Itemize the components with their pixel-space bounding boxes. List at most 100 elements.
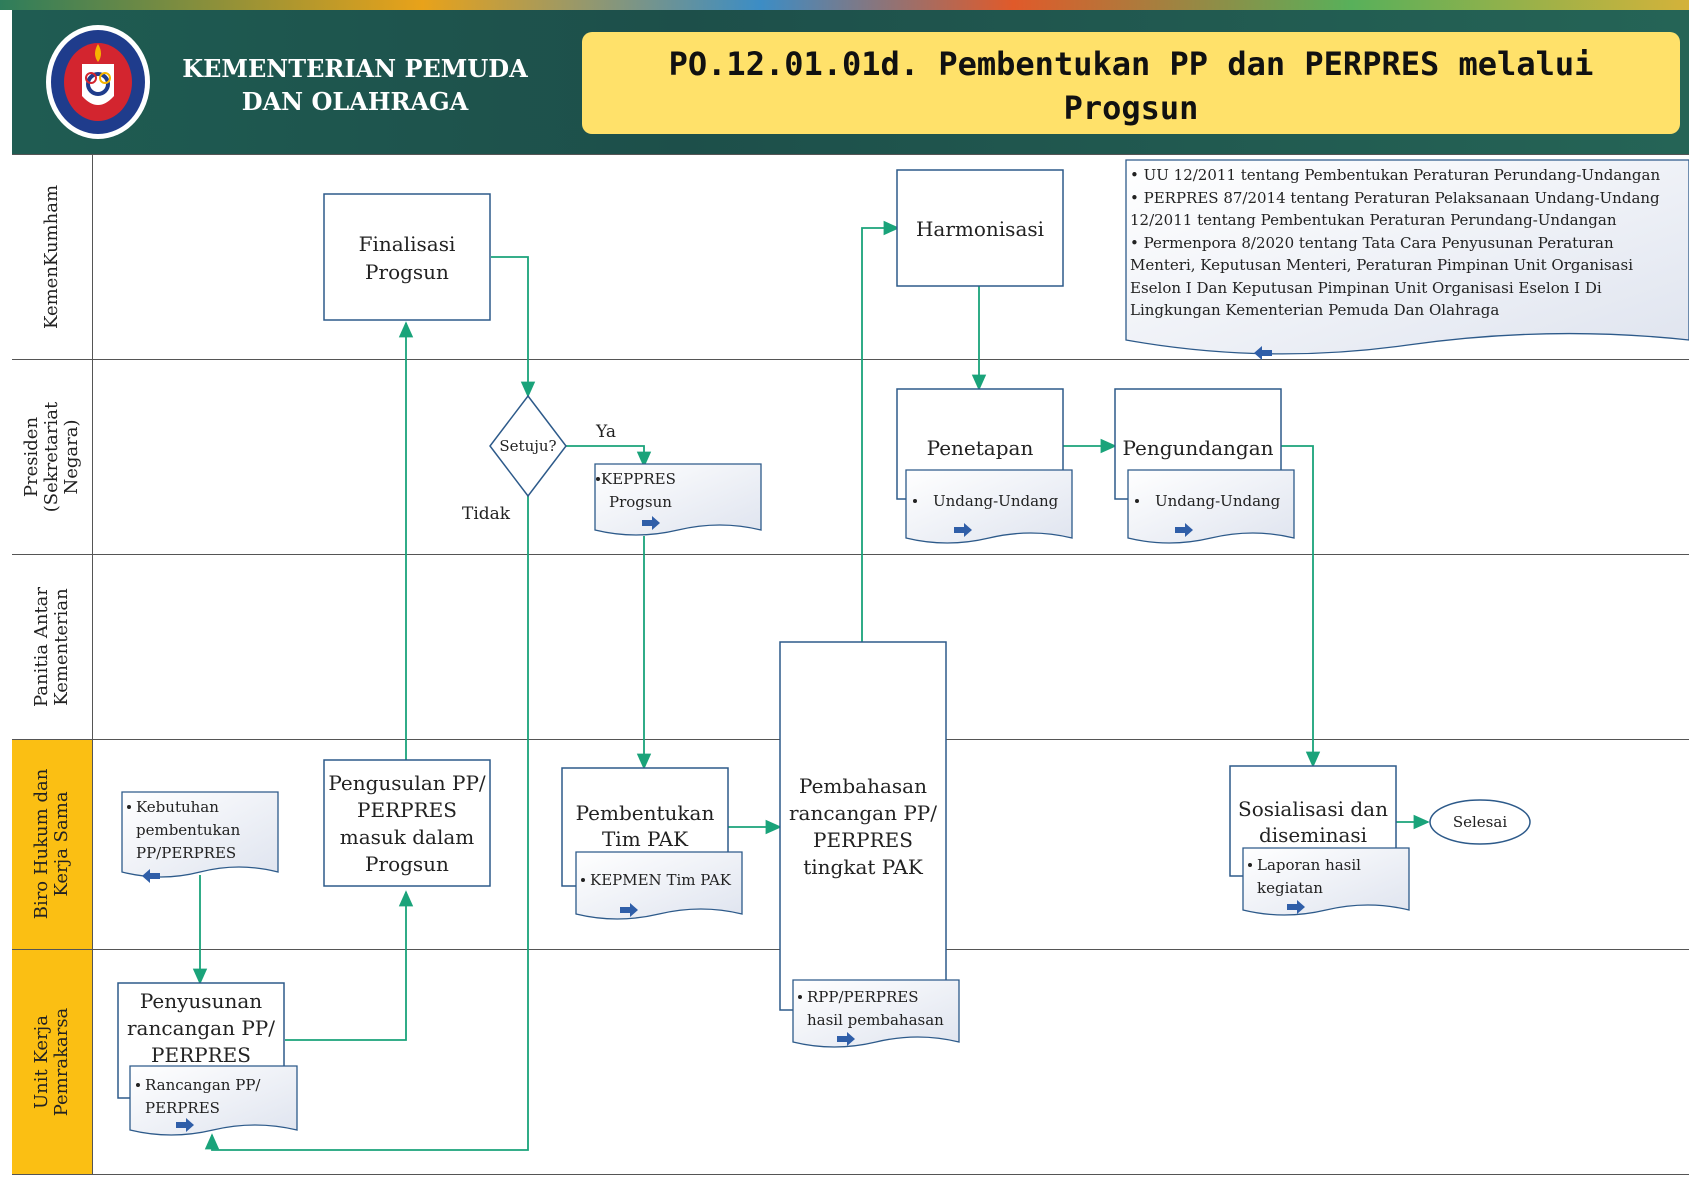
doc-references [1125, 159, 1689, 355]
label-setuju: Setuju? [499, 437, 556, 455]
org-name-line2: DAN OLAHRAGA [241, 87, 469, 116]
org-name-line1: KEMENTERIAN PEMUDA [182, 54, 528, 83]
doc-keppres-line2: Progsun [609, 493, 672, 511]
lane-kemenkumham: KemenKumham [12, 154, 93, 359]
doc-laporan-line1: Laporan hasil [1257, 856, 1361, 874]
arrow-right-icon [620, 903, 638, 917]
bullet [596, 477, 600, 481]
organization-name: KEMENTERIAN PEMUDA DAN OLAHRAGA [165, 52, 545, 118]
reference-line: Menteri, Keputusan Menteri, Peraturan Pi… [1130, 256, 1633, 274]
box-finalisasi [323, 193, 491, 321]
label-pembahasan-4: tingkat PAK [803, 855, 924, 879]
label-harmonisasi: Harmonisasi [916, 217, 1044, 241]
title-line2: Progsun [1063, 89, 1199, 127]
doc-rancangan-line2: PERPRES [145, 1099, 220, 1117]
label-pembentukan-1: Pembentukan [576, 801, 715, 825]
header-color-stripe [0, 0, 1689, 10]
label-finalisasi-2: Progsun [365, 260, 449, 284]
box-pembahasan [779, 641, 947, 1011]
edge-pembahasan-harmonisasi [861, 220, 900, 642]
terminator-selesai [1429, 799, 1531, 845]
document-shapes [121, 159, 1689, 1136]
doc-kebutuhan-line2: pembentukan [136, 821, 241, 839]
doc-keppres-line1: KEPPRES [601, 470, 676, 488]
label-penyusunan-1: Penyusunan [140, 989, 262, 1013]
doc-uu-penetapan-line: Undang-Undang [933, 492, 1059, 510]
arrow-right-icon [176, 1118, 194, 1132]
label-pengusulan-1: Pengusulan PP/ [328, 771, 486, 795]
bullet [136, 1083, 140, 1087]
bullet [1135, 499, 1139, 503]
document-labels: KEPPRES Progsun Undang-Undang Undang-Und… [136, 470, 1361, 1117]
edge-finalisasi-setuju [491, 256, 536, 398]
bullet [581, 878, 585, 882]
doc-keppres [594, 463, 762, 536]
lane-divider [12, 154, 1689, 155]
arrow-right-icon [837, 1032, 855, 1046]
bullet [798, 995, 802, 999]
edge-setuju-ya [566, 445, 652, 468]
bullet [913, 499, 917, 503]
lane-divider [12, 1174, 1689, 1175]
reference-line: • UU 12/2011 tentang Pembentukan Peratur… [1130, 166, 1661, 184]
process-boxes [117, 169, 1397, 1099]
arrow-left-icon [1254, 346, 1272, 360]
label-pembentukan-2: Tim PAK [602, 827, 689, 851]
reference-line: • Permenpora 8/2020 tentang Tata Cara Pe… [1130, 233, 1614, 252]
label-pengusulan-3: masuk dalam [340, 825, 475, 849]
arrow-left-icon [142, 869, 160, 883]
label-finalisasi-1: Finalisasi [359, 232, 456, 256]
edge-label-ya: Ya [595, 422, 616, 442]
box-harmonisasi [896, 169, 1064, 287]
regulation-references: • UU 12/2011 tentang Pembentukan Peratur… [1130, 164, 1685, 344]
doc-rpp-line1: RPP/PERPRES [807, 988, 918, 1006]
reference-line: Eselon I Dan Keputusan Pimpinan Unit Org… [1130, 278, 1602, 297]
edge-pengundangan-sosialisasi [1280, 445, 1321, 768]
doc-laporan [1242, 847, 1410, 916]
doc-kepmen [575, 851, 743, 920]
doc-kebutuhan [121, 791, 279, 878]
doc-kebutuhan-line3: PP/PERPRES [136, 844, 236, 862]
node-labels: Finalisasi Progsun Harmonisasi Penetapan… [127, 217, 1507, 1067]
bullet [1248, 863, 1252, 867]
label-penetapan: Penetapan [927, 436, 1034, 460]
lane-panitia: Panitia Antar Kementerian [12, 554, 93, 739]
doc-rancangan [129, 1065, 298, 1136]
connectors [192, 220, 1430, 1151]
reference-line: Lingkungan Kementerian Pemuda Dan Olahra… [1130, 301, 1500, 319]
doc-uu-penetapan [905, 469, 1073, 544]
label-pengusulan-2: PERPRES [357, 798, 457, 822]
label-sosialisasi-2: diseminasi [1259, 823, 1367, 847]
label-penyusunan-2: rancangan PP/ [127, 1016, 275, 1040]
reference-line: • PERPRES 87/2014 tentang Peraturan Pela… [1130, 188, 1660, 207]
doc-kebutuhan-line1: Kebutuhan [136, 798, 219, 816]
bullet-dots [127, 477, 1252, 1087]
arrow-right-icon [954, 523, 972, 537]
lane-unit-kerja: Unit Kerja Pemrakarsa [12, 949, 93, 1174]
doc-rancangan-line1: Rancangan PP/ [145, 1076, 261, 1094]
arrow-right-icon [1175, 523, 1193, 537]
edge-penyusunan-pengusulan [285, 890, 414, 1041]
doc-kepmen-line: KEPMEN Tim PAK [590, 871, 732, 889]
label-pembahasan-2: rancangan PP/ [789, 801, 937, 825]
label-pengundangan: Pengundangan [1122, 436, 1273, 460]
box-pengusulan [323, 759, 491, 887]
bullet [127, 805, 131, 809]
title-box: PO.12.01.01d. Pembentukan PP dan PERPRES… [582, 32, 1680, 134]
arrow-right-icon [642, 516, 660, 530]
title-line1: PO.12.01.01d. Pembentukan PP dan PERPRES… [668, 45, 1594, 83]
lane-divider [12, 359, 1689, 360]
label-selesai: Selesai [1453, 813, 1507, 831]
doc-rpp [792, 979, 960, 1048]
lane-presiden: Presiden (Sekretariat Negara) [12, 359, 93, 554]
label-pengusulan-4: Progsun [365, 852, 449, 876]
lane-biro-hukum: Biro Hukum dan Kerja Sama [12, 739, 93, 949]
label-pembahasan-3: PERPRES [813, 828, 913, 852]
doc-arrow-icons [142, 346, 1305, 1132]
edge-label-tidak: Tidak [462, 504, 511, 524]
lane-divider [12, 554, 1689, 555]
doc-uu-pengundangan [1127, 469, 1295, 544]
reference-line: 12/2011 tentang Pembentukan Peraturan Pe… [1130, 211, 1617, 229]
decision-setuju [489, 394, 567, 498]
